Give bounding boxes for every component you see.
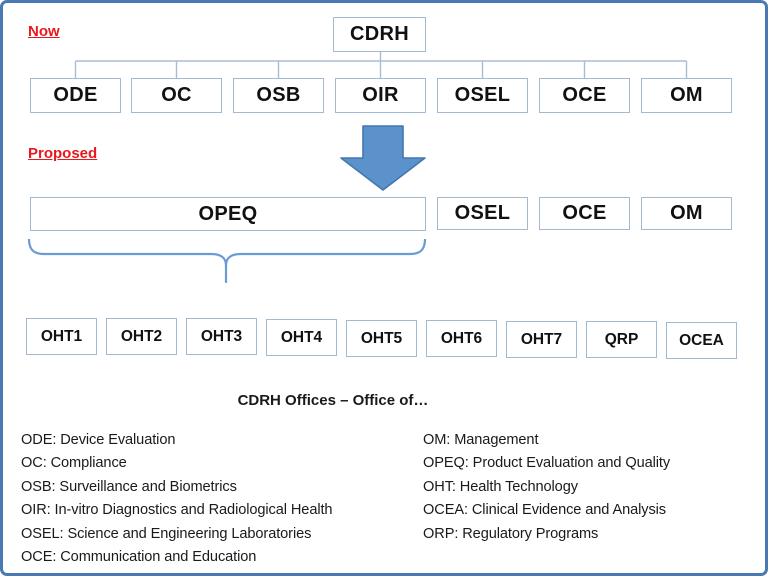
org-box-opeq: OPEQ — [30, 197, 426, 231]
legend-item: OM: Management — [423, 432, 539, 448]
org-box-oce-proposed: OCE — [539, 197, 630, 230]
org-box-om-proposed: OM — [641, 197, 732, 230]
legend-heading: CDRH Offices – Office of… — [237, 392, 429, 409]
legend-item: OIR: In-vitro Diagnostics and Radiologic… — [21, 502, 333, 519]
legend-item: OCEA: Clinical Evidence and Analysis — [423, 502, 666, 519]
legend-left-column: ODE: Device Evaluation OC: Compliance OS… — [21, 429, 333, 569]
legend-item: OSB: Surveillance and Biometrics — [21, 478, 237, 495]
org-box-osb: OSB — [233, 78, 324, 113]
down-arrow-icon — [340, 125, 426, 191]
org-box-ode: ODE — [30, 78, 121, 113]
proposed-label: Proposed — [28, 145, 98, 162]
org-box-oht4: OHT4 — [266, 319, 337, 356]
legend-item: OSEL: Science and Engineering Laboratori… — [21, 525, 312, 542]
org-box-oht3: OHT3 — [186, 318, 257, 355]
org-box-oht7: OHT7 — [506, 321, 577, 358]
legend-item: ORP: Regulatory Programs — [423, 525, 599, 542]
org-connector-lines — [74, 51, 688, 79]
now-label: Now — [28, 23, 60, 40]
org-box-oht2: OHT2 — [106, 318, 177, 355]
legend-item: OHT: Health Technology — [423, 478, 578, 495]
org-box-oce: OCE — [539, 78, 630, 113]
org-box-cdrh: CDRH — [333, 17, 426, 52]
org-box-oht6: OHT6 — [426, 320, 497, 357]
legend-item: OPEQ: Product Evaluation and Quality — [423, 455, 671, 472]
org-box-oht1: OHT1 — [26, 318, 97, 355]
org-box-qrp: QRP — [586, 321, 657, 358]
org-box-osel-proposed: OSEL — [437, 197, 528, 230]
legend-item: OC: Compliance — [21, 455, 127, 472]
legend-right-column: OM: Management OPEQ: Product Evaluation … — [423, 429, 670, 546]
org-box-oc: OC — [131, 78, 222, 113]
org-box-ocea: OCEA — [666, 322, 737, 359]
org-box-oht5: OHT5 — [346, 320, 417, 357]
org-box-oir: OIR — [335, 78, 426, 113]
org-box-osel: OSEL — [437, 78, 528, 113]
legend-item: OCE: Communication and Education — [21, 549, 257, 566]
legend-item: ODE: Device Evaluation — [21, 432, 176, 448]
org-box-om: OM — [641, 78, 732, 113]
opeq-brace — [28, 239, 426, 284]
